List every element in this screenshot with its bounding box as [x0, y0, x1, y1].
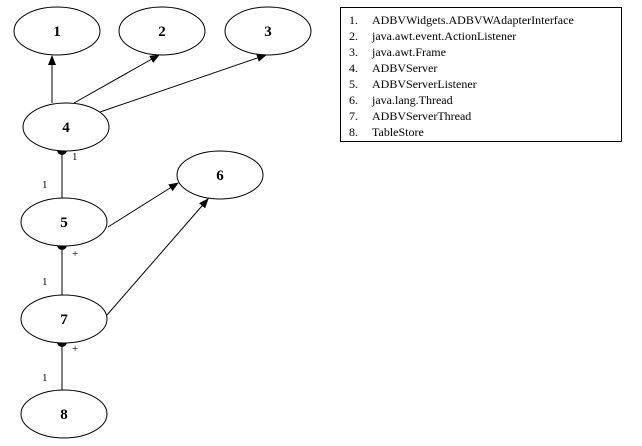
- multiplicity-far-5-7: 1: [42, 276, 48, 288]
- multiplicity-near-7-8: +: [72, 343, 78, 355]
- nodes: 1 2 3 4 5 6 7 8: [13, 6, 312, 439]
- class-node-label-4: 4: [62, 120, 70, 136]
- legend-item-name: java.awt.Frame: [371, 45, 446, 59]
- legend-item-name: ADBVWidgets.ADBVWAdapterInterface: [372, 13, 574, 27]
- legend-item-number: 1.: [349, 13, 358, 27]
- class-node-label-3: 3: [264, 24, 272, 40]
- inheritance-arrow-7-6: [106, 198, 209, 316]
- legend: 1. ADBVWidgets.ADBVWAdapterInterface 2. jav…: [340, 7, 622, 142]
- inheritance-arrow-4-3: [99, 54, 267, 113]
- legend-item-name: ADBVServerThread: [372, 109, 471, 123]
- multiplicity-near-4-5: 1: [72, 151, 78, 163]
- class-node-label-6: 6: [216, 168, 224, 184]
- class-node-label-1: 1: [53, 24, 61, 40]
- legend-item-number: 6.: [349, 93, 358, 107]
- class-node-label-7: 7: [60, 312, 68, 328]
- class-node-label-8: 8: [60, 407, 68, 423]
- inheritance-arrow-4-2: [73, 54, 160, 104]
- legend-item-number: 3.: [349, 45, 358, 59]
- legend-item-name: ADBVServer: [372, 61, 437, 75]
- legend-item-number: 4.: [349, 61, 358, 75]
- legend-item-name: TableStore: [372, 125, 424, 139]
- legend-item-name: ADBVServerListener: [372, 77, 477, 91]
- class-node-4: [22, 102, 110, 152]
- class-node-5: [20, 197, 108, 247]
- multiplicity-far-4-5: 1: [42, 179, 48, 191]
- legend-item-name: java.lang.Thread: [371, 93, 453, 107]
- inheritance-arrow-5-6: [107, 182, 179, 228]
- legend-item-number: 2.: [349, 29, 358, 43]
- class-node-2: [118, 6, 206, 56]
- legend-box: [340, 7, 622, 142]
- class-node-8: [20, 389, 108, 439]
- legend-item-number: 8.: [349, 125, 358, 139]
- class-node-label-5: 5: [60, 215, 68, 231]
- class-node-3: [224, 6, 312, 56]
- legend-item-number: 7.: [349, 109, 358, 123]
- legend-item-name: java.awt.event.ActionListener: [371, 29, 516, 43]
- class-node-1: [13, 6, 101, 56]
- class-node-label-2: 2: [158, 24, 166, 40]
- class-node-7: [20, 294, 108, 344]
- multiplicity-far-7-8: 1: [42, 372, 48, 384]
- class-node-6: [176, 150, 264, 200]
- legend-item-number: 5.: [349, 77, 358, 91]
- multiplicity-near-5-7: +: [72, 248, 78, 260]
